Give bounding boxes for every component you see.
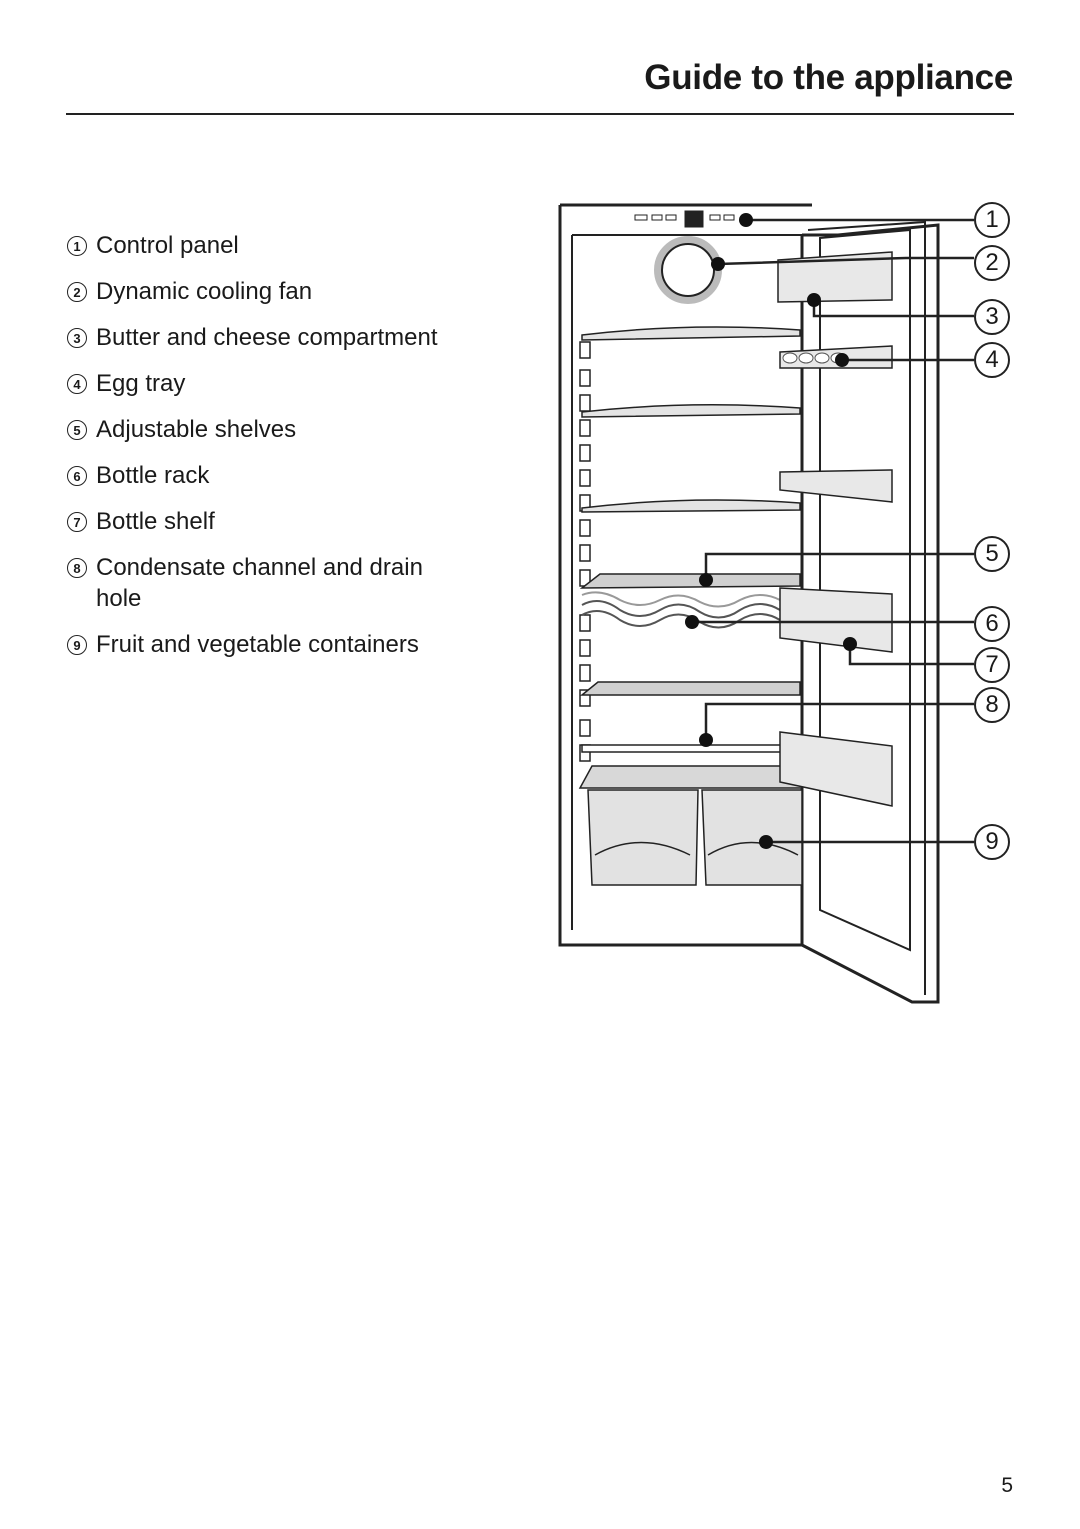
- legend-item: 5 Adjustable shelves: [67, 414, 516, 445]
- shelf-supports: [579, 341, 591, 762]
- legend-number: 7: [67, 512, 87, 532]
- adjustable-shelves: [579, 326, 801, 753]
- legend-number: 2: [67, 282, 87, 302]
- callout-8: 8: [974, 687, 1010, 723]
- callout-3: 3: [974, 299, 1010, 335]
- legend-label: Control panel: [96, 232, 239, 259]
- callout-7: 7: [974, 647, 1010, 683]
- legend-item: 1 Control panel: [67, 230, 516, 261]
- legend-number: 5: [67, 420, 87, 440]
- legend-label: Butter and cheese compartment: [96, 324, 438, 351]
- legend-number: 4: [67, 374, 87, 394]
- legend-item: 4 Egg tray: [67, 368, 516, 399]
- page-title: Guide to the appliance: [644, 58, 1013, 97]
- legend-item: 3 Butter and cheese compartment: [67, 322, 516, 353]
- leader-dots: [685, 213, 857, 849]
- parts-legend: 1 Control panel 2 Dynamic cooling fan 3 But…: [67, 230, 516, 675]
- legend-item: 6 Bottle rack: [67, 460, 516, 491]
- control-panel-icons: [634, 210, 735, 228]
- legend-item: 2 Dynamic cooling fan: [67, 276, 516, 307]
- legend-label: Bottle shelf: [96, 508, 215, 535]
- legend-label: Bottle rack: [96, 462, 210, 489]
- callout-2: 2: [974, 245, 1010, 281]
- legend-number: 1: [67, 236, 87, 256]
- cooling-fan: [654, 236, 722, 304]
- page-number: 5: [1001, 1474, 1013, 1497]
- legend-label: Fruit and vegetable containers: [96, 631, 419, 658]
- callout-4: 4: [974, 342, 1010, 378]
- bottle-rack: [581, 591, 800, 629]
- legend-number: 8: [67, 558, 87, 578]
- legend-label: Egg tray: [96, 370, 186, 397]
- legend-label: Dynamic cooling fan: [96, 278, 313, 305]
- title-rule: [66, 113, 1014, 115]
- legend-item: 9 Fruit and vegetable containers: [67, 629, 516, 660]
- appliance-diagram: 1 2 3 4 5 6 7 8 9: [540, 190, 1040, 1020]
- legend-label: Adjustable shelves: [96, 416, 297, 443]
- legend-item: 7 Bottle shelf: [67, 506, 516, 537]
- callout-1: 1: [974, 202, 1010, 238]
- legend-label: Condensate channel and drain hole: [96, 554, 423, 612]
- legend-number: 3: [67, 328, 87, 348]
- callout-5: 5: [974, 536, 1010, 572]
- legend-number: 6: [67, 466, 87, 486]
- legend-item: 8 Condensate channel and drain hole: [67, 552, 426, 614]
- legend-number: 9: [67, 635, 87, 655]
- callout-6: 6: [974, 606, 1010, 642]
- callout-9: 9: [974, 824, 1010, 860]
- fruit-vegetable-containers: [578, 765, 803, 886]
- refrigerator-illustration: [558, 203, 974, 1004]
